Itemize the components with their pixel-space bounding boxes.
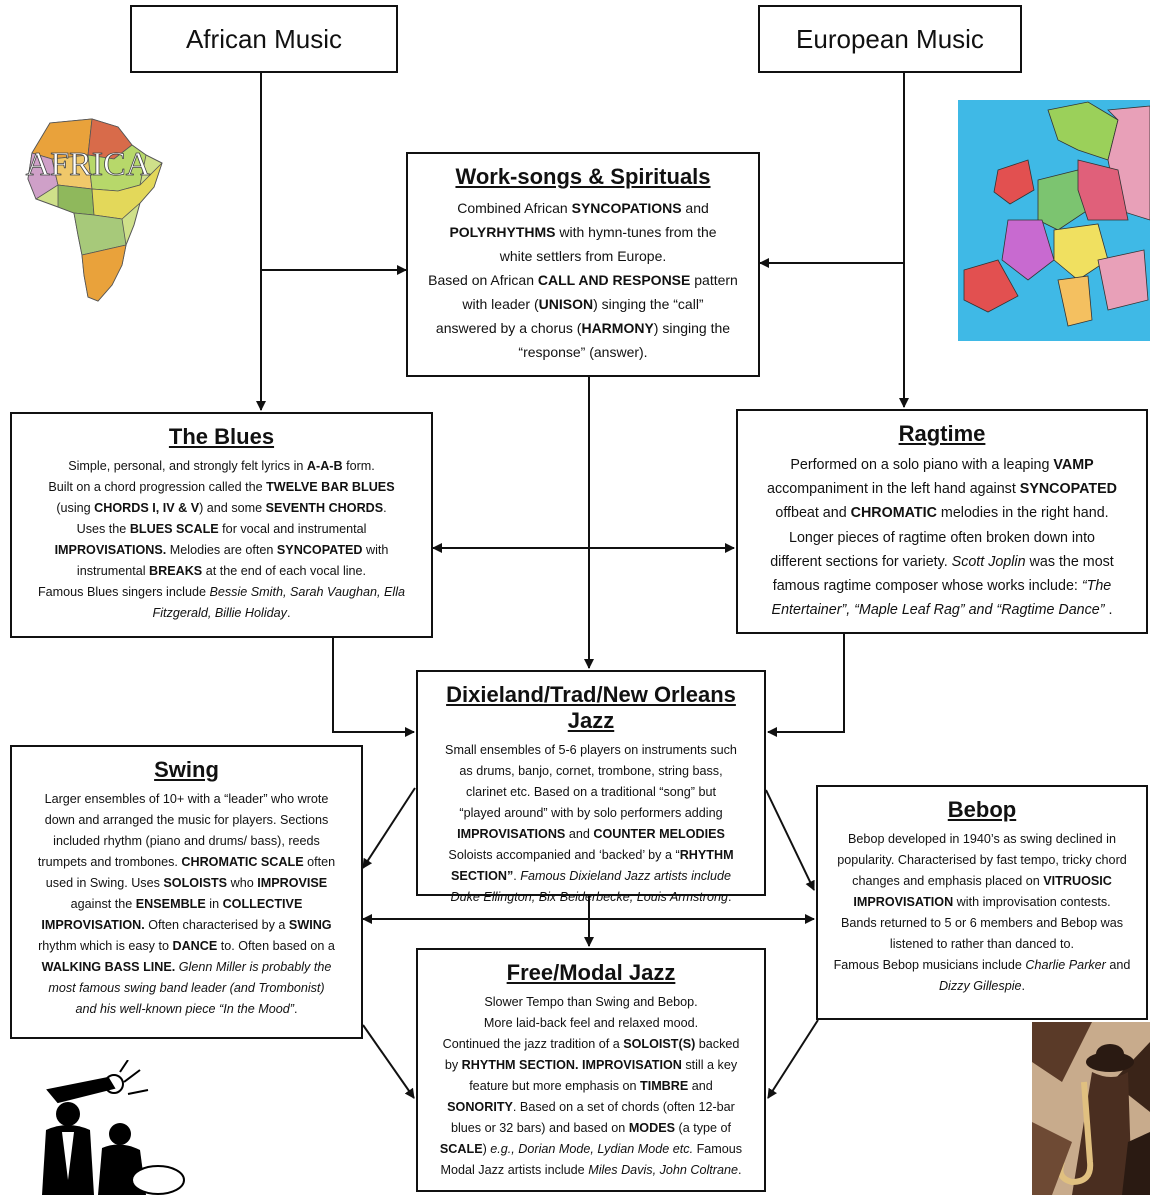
node-work-songs: Work-songs & Spirituals Combined African…: [406, 152, 760, 377]
arrow-dixieland-to-bebop: [765, 789, 815, 891]
node-the-blues-title: The Blues: [168, 424, 275, 449]
saxophone-player-icon: [1032, 1022, 1150, 1195]
arrow-swing-to-freemodal: [362, 1024, 415, 1099]
node-african-music-title: African Music: [185, 23, 343, 54]
arrow-bebop-to-freemodal: [767, 1019, 819, 1099]
node-bebop-text: Bebop developed in 1940’s as swing decli…: [833, 832, 1131, 993]
node-dixieland-text: Small ensembles of 5-6 players on instru…: [445, 743, 737, 904]
node-dixieland-title: Dixieland/Trad/New Orleans Jazz: [446, 682, 736, 733]
africa-map-label: AFRICA: [26, 146, 151, 183]
node-ragtime-text: Performed on a solo piano with a leaping…: [767, 457, 1117, 619]
node-ragtime-title: Ragtime: [898, 421, 986, 446]
node-ragtime: Ragtime Performed on a solo piano with a…: [736, 409, 1148, 634]
node-european-music-title: European Music: [796, 23, 984, 54]
arrow-dixieland-to-swing: [362, 787, 416, 869]
node-bebop: Bebop Bebop developed in 1940’s as swing…: [816, 785, 1148, 1020]
node-swing-text: Larger ensembles of 10+ with a “leader” …: [37, 792, 336, 1016]
node-swing-title: Swing: [154, 757, 219, 782]
node-swing: Swing Larger ensembles of 10+ with a “le…: [10, 745, 363, 1039]
node-dixieland: Dixieland/Trad/New Orleans Jazz Small en…: [416, 670, 766, 904]
node-the-blues-text: Simple, personal, and strongly felt lyri…: [37, 459, 406, 620]
node-free-modal-jazz: Free/Modal Jazz Slower Tempo than Swing …: [416, 948, 766, 1192]
node-european-music: European Music: [758, 5, 1022, 73]
europe-map-icon: [958, 100, 1150, 341]
node-free-modal-jazz-title: Free/Modal Jazz: [506, 960, 676, 985]
arrow-ragtime-to-dixieland: [767, 634, 845, 737]
node-the-blues: The Blues Simple, personal, and strongly…: [10, 412, 433, 638]
node-free-modal-jazz-text: Slower Tempo than Swing and Bebop.More l…: [439, 995, 743, 1177]
africa-map-icon: AFRICA: [25, 118, 163, 302]
arrow-blues-to-dixieland: [332, 638, 415, 737]
jazz-band-icon: [42, 1060, 185, 1195]
node-work-songs-title: Work-songs & Spirituals: [455, 164, 711, 189]
node-african-music: African Music: [130, 5, 398, 73]
node-bebop-title: Bebop: [947, 797, 1017, 822]
